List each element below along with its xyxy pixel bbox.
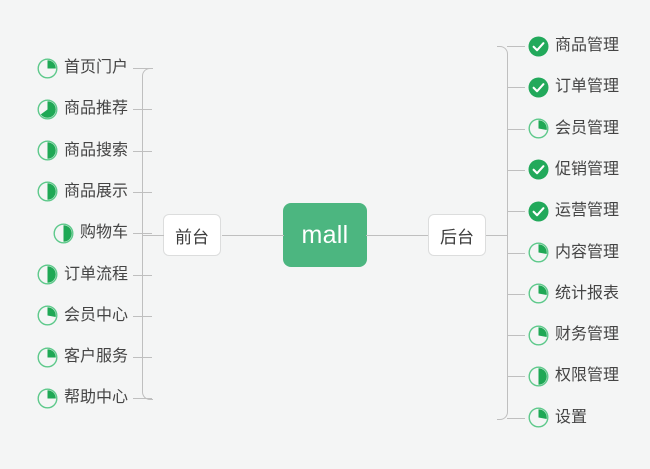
leaf-node-left[interactable]: 客户服务 (37, 345, 128, 369)
leaf-node-label: 商品推荐 (63, 100, 128, 118)
leaf-node-right[interactable]: 统计报表 (528, 282, 619, 306)
leaf-node-label: 商品搜索 (63, 141, 128, 159)
connector-stub-right (507, 293, 525, 295)
connector-stub-right (507, 169, 525, 171)
leaf-node-label: 内容管理 (555, 243, 620, 261)
leaf-node-right[interactable]: 设置 (528, 406, 587, 430)
pie-progress-icon (37, 57, 58, 79)
connector-stub-left (133, 274, 152, 276)
connector-stub-left (133, 191, 152, 193)
leaf-node-label: 运营管理 (555, 202, 620, 220)
connector-stub-right (507, 417, 525, 419)
connector-stub-left (133, 315, 152, 317)
connector-right-bracket-stem (486, 235, 507, 236)
connector-stub-left (133, 109, 152, 111)
connector-stub-right (507, 211, 525, 213)
connector-stub-right (507, 335, 525, 337)
leaf-node-label: 商品管理 (555, 37, 620, 54)
pie-progress-icon (37, 264, 58, 285)
leaf-node-label: 首页门户 (63, 59, 128, 76)
check-circle-icon (528, 159, 549, 180)
connector-stub-right (507, 376, 525, 378)
root-node-label: mall (301, 220, 349, 249)
leaf-node-label: 订单管理 (555, 78, 620, 96)
pie-progress-icon (37, 181, 58, 202)
connector-root-to-backend (366, 235, 428, 236)
connector-stub-left (133, 68, 152, 69)
branch-node-label: 前台 (175, 227, 209, 247)
leaf-node-label: 促销管理 (555, 160, 620, 178)
check-circle-icon (528, 201, 549, 222)
leaf-node-label: 客户服务 (63, 348, 128, 366)
leaf-node-left[interactable]: 订单流程 (37, 263, 128, 287)
branch-node-label: 后台 (440, 227, 474, 247)
leaf-node-right[interactable]: 订单管理 (528, 75, 619, 99)
leaf-node-label: 购物车 (79, 224, 128, 242)
pie-progress-icon (528, 283, 549, 304)
leaf-node-right[interactable]: 内容管理 (528, 241, 619, 265)
pie-progress-icon (53, 223, 74, 244)
pie-progress-icon (528, 118, 549, 139)
connector-stub-left (133, 398, 152, 400)
pie-progress-icon (37, 99, 58, 120)
leaf-node-left[interactable]: 帮助中心 (37, 386, 128, 410)
leaf-node-label: 帮助中心 (63, 389, 128, 407)
leaf-node-right[interactable]: 商品管理 (528, 34, 619, 58)
leaf-node-label: 订单流程 (63, 265, 128, 283)
leaf-node-label: 会员中心 (63, 306, 128, 324)
leaf-node-right[interactable]: 会员管理 (528, 117, 619, 141)
branch-node-frontend[interactable]: 前台 (163, 214, 221, 256)
leaf-node-left[interactable]: 商品展示 (37, 180, 128, 204)
pie-progress-icon (528, 325, 549, 346)
leaf-node-right[interactable]: 财务管理 (528, 323, 619, 347)
connector-left-bracket-stem (142, 235, 164, 236)
leaf-node-label: 权限管理 (555, 367, 620, 385)
leaf-node-left[interactable]: 商品推荐 (37, 97, 128, 121)
leaf-node-label: 商品展示 (63, 182, 128, 200)
connector-stub-right (507, 128, 525, 130)
connector-stub-left (133, 150, 152, 152)
connector-stub-left (133, 357, 152, 359)
pie-progress-icon (528, 366, 549, 387)
leaf-node-label: 财务管理 (555, 326, 620, 344)
leaf-node-left[interactable]: 商品搜索 (37, 139, 128, 163)
leaf-node-label: 设置 (555, 408, 588, 426)
pie-progress-icon (37, 305, 58, 326)
leaf-node-right[interactable]: 促销管理 (528, 158, 619, 182)
pie-progress-icon (37, 388, 58, 409)
connector-stub-left (133, 233, 152, 235)
pie-progress-icon (37, 140, 58, 161)
leaf-node-right[interactable]: 权限管理 (528, 364, 619, 388)
branch-node-backend[interactable]: 后台 (428, 214, 486, 256)
leaf-node-label: 会员管理 (555, 119, 620, 137)
check-circle-icon (528, 77, 549, 98)
leaf-node-label: 统计报表 (555, 284, 620, 302)
right-branch-bracket (497, 46, 508, 420)
check-circle-icon (528, 36, 549, 57)
pie-progress-icon (528, 242, 549, 263)
connector-frontend-to-root (222, 235, 284, 236)
leaf-node-right[interactable]: 运营管理 (528, 199, 619, 223)
leaf-node-left[interactable]: 会员中心 (37, 304, 128, 328)
connector-stub-right (507, 252, 525, 254)
pie-progress-icon (528, 407, 549, 428)
leaf-node-left[interactable]: 首页门户 (37, 56, 128, 80)
pie-progress-icon (37, 347, 58, 368)
connector-stub-right (507, 87, 525, 89)
connector-stub-right (507, 46, 525, 47)
leaf-node-left[interactable]: 购物车 (53, 221, 128, 245)
root-node-mall[interactable]: mall (283, 203, 367, 267)
